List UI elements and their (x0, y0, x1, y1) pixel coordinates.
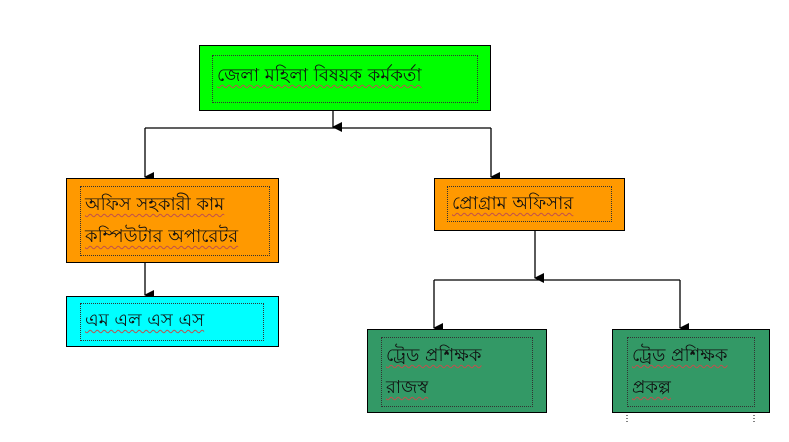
node-label: অফিস সহকারী কাম (85, 194, 225, 215)
node-label: জেলা মহিলা বিষয়ক কর্মকর্তা (217, 65, 422, 86)
node-label: প্রোগ্রাম অফিসার (452, 193, 574, 214)
node-district-women-affairs-officer: জেলা মহিলা বিষয়ক কর্মকর্তা (199, 45, 491, 111)
node-label: রাজস্ব (386, 377, 429, 398)
node-label: এম এল এস এস (85, 310, 205, 331)
node-label: প্রকল্প (632, 377, 671, 398)
node-program-officer: প্রোগ্রাম অফিসার (434, 178, 625, 231)
node-label: কম্পিউটার অপারেটর (85, 226, 239, 247)
node-label: ট্রেড প্রশিক্ষক (386, 345, 482, 366)
node-office-assistant: অফিস সহকারী কাম কম্পিউটার অপারেটর (66, 178, 279, 263)
node-trade-trainer-revenue: ট্রেড প্রশিক্ষক রাজস্ব (367, 329, 547, 413)
node-trade-trainer-project: ট্রেড প্রশিক্ষক প্রকল্প (612, 329, 770, 413)
node-label: ট্রেড প্রশিক্ষক (632, 345, 728, 366)
node-mlss: এম এল এস এস (66, 296, 279, 347)
